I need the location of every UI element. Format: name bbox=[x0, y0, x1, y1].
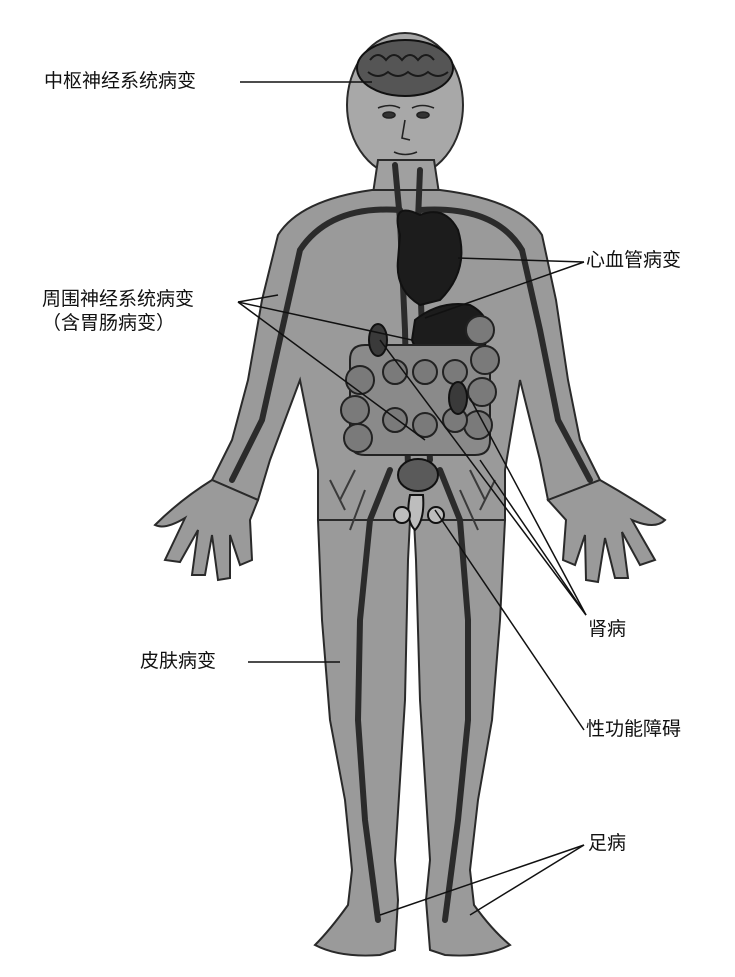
leader-foot-2 bbox=[470, 845, 584, 915]
label-cardiovascular: 心血管病变 bbox=[586, 249, 681, 273]
label-pns-line1: 周围神经系统病变 bbox=[42, 288, 194, 312]
left-hand bbox=[155, 480, 258, 580]
label-pns-line2: （含胃肠病变） bbox=[42, 312, 194, 336]
label-peripheral-nervous-system: 周围神经系统病变 （含胃肠病变） bbox=[42, 288, 194, 336]
label-central-nervous-system: 中枢神经系统病变 bbox=[44, 70, 196, 94]
right-leg bbox=[414, 520, 510, 956]
label-skin-disease: 皮肤病变 bbox=[140, 650, 216, 674]
right-hand bbox=[548, 480, 665, 582]
label-sexual-dysfunction: 性功能障碍 bbox=[586, 718, 681, 742]
label-foot-disease: 足病 bbox=[588, 832, 626, 856]
leader-foot-1 bbox=[380, 845, 584, 915]
brain-icon bbox=[357, 40, 453, 96]
label-kidney-disease: 肾病 bbox=[588, 618, 626, 642]
